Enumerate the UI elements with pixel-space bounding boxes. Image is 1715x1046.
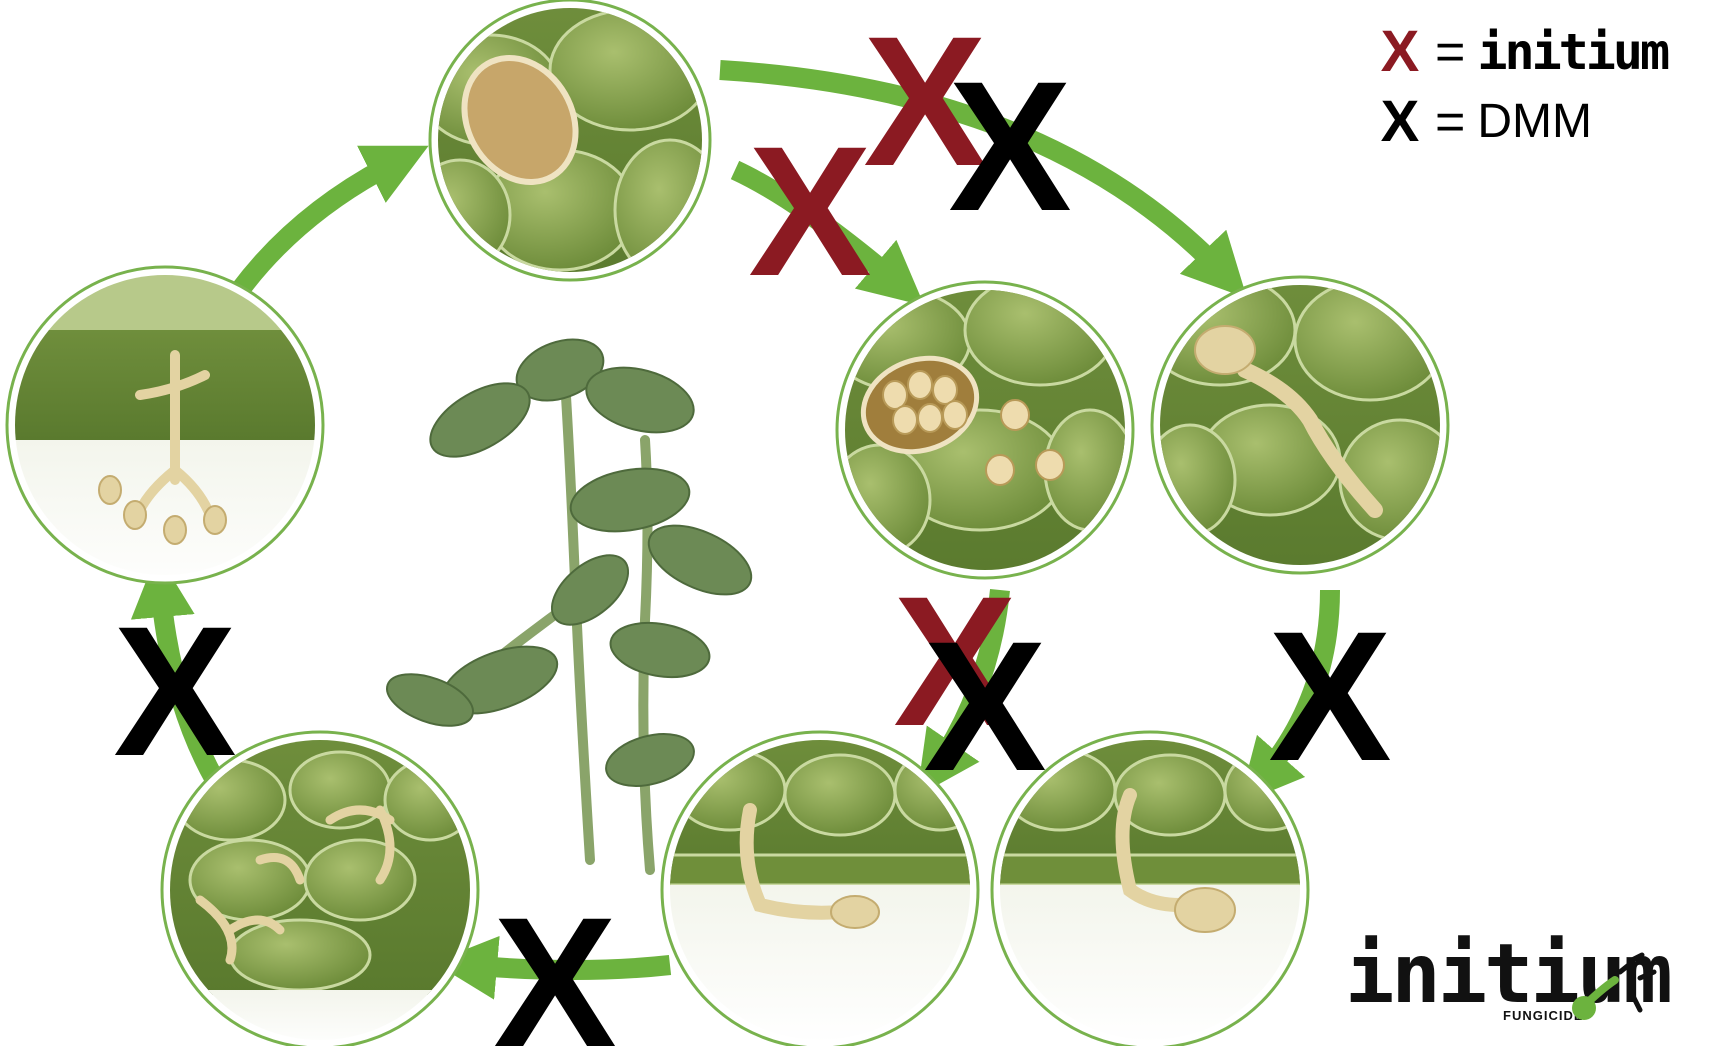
stage-germ-tube (1145, 275, 1460, 575)
legend-row-initium: X = initium (1375, 22, 1667, 82)
legend-equals: = (1435, 92, 1465, 152)
dmm-block-mark: X (113, 589, 236, 795)
stage-zoospores (830, 275, 1135, 580)
dmm-block-mark: X (948, 44, 1071, 250)
stage-sporulation (7, 267, 330, 600)
sprayer-icon (1570, 950, 1660, 1030)
legend-mark-dmm: X (1375, 92, 1425, 152)
arrow-sporulation-to-sporangium (240, 160, 400, 290)
stage-sporangium-on-leaf (410, 0, 725, 290)
legend-row-dmm: X = DMM (1375, 92, 1592, 152)
legend-equals: = (1435, 22, 1465, 82)
dmm-block-mark: X (1268, 594, 1391, 800)
legend-mark-initium: X (1375, 22, 1425, 82)
legend-label-initium: initium (1477, 22, 1667, 82)
dmm-block-mark: X (493, 880, 616, 1046)
brand-logo: initium FUNGICIDE (1345, 930, 1675, 1030)
initium-block-mark: X (748, 109, 871, 315)
legend: X = initium X = DMM (1375, 22, 1705, 162)
legend-label-dmm: DMM (1477, 92, 1592, 152)
dmm-block-mark: X (923, 604, 1046, 810)
